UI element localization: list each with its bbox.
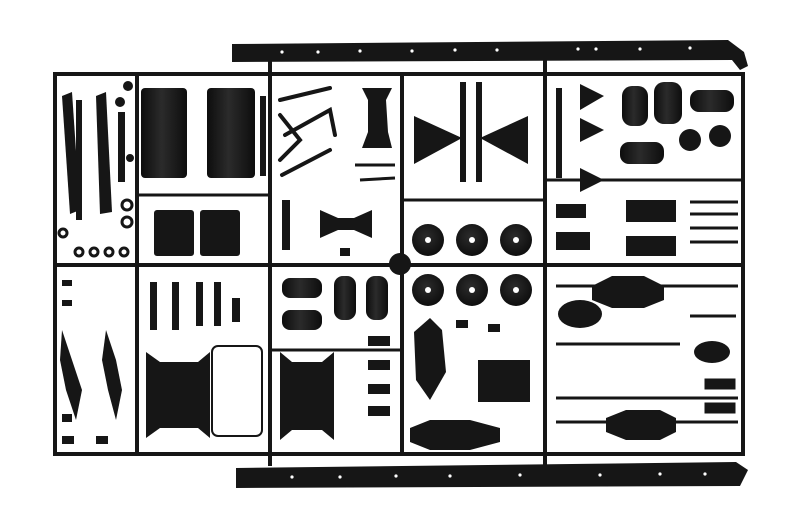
washer-row [57,198,134,258]
small-detail-parts [62,200,500,444]
triangle-brackets [556,84,604,192]
battery-boxes [154,210,240,256]
wheel-hubs [389,224,532,306]
suspension-links [278,86,337,177]
spring-hanger-parts [320,88,396,238]
differential-housings [410,276,730,450]
chassis-rail-bottom [236,462,748,488]
air-tanks [620,82,734,164]
bowtie-brackets [414,82,528,182]
leaf-spring-parts [62,81,134,220]
sprue-frame [53,60,745,466]
shock-absorbers [282,276,390,416]
chassis-rail-top [232,40,748,70]
fuel-tank-pair [141,88,266,178]
frame-crossmembers [556,200,738,256]
lower-left-parts [60,282,221,420]
axle-rods [556,284,738,424]
axle-spool-parts [146,345,334,440]
